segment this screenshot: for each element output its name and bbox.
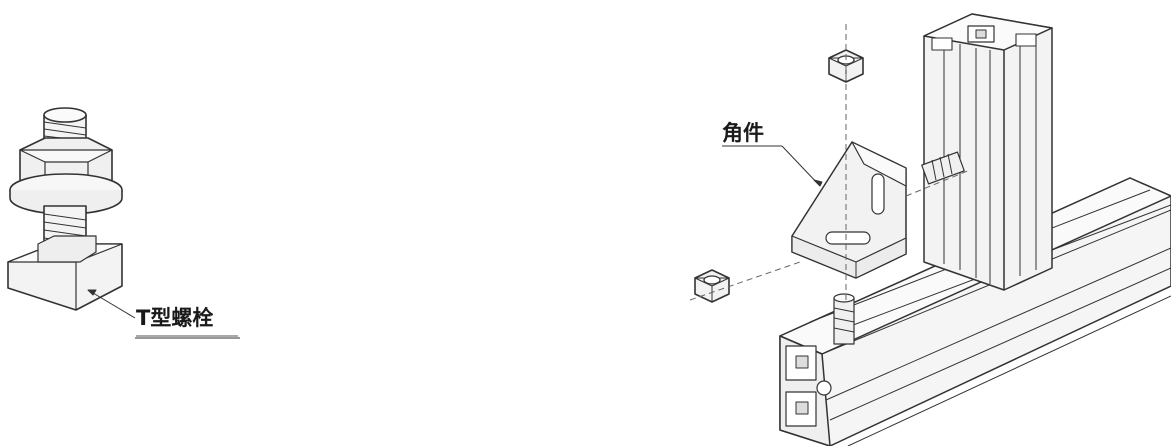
t-bolt-illustration	[7, 107, 240, 339]
vertical-aluminum-profile	[923, 13, 1053, 291]
bolt-thread-top	[43, 107, 87, 142]
corner-bracket-label: 角件	[722, 121, 764, 145]
profile-assembly-illustration	[689, 13, 1171, 446]
flange-nut-left	[694, 269, 730, 303]
corner-bracket-part	[791, 141, 907, 279]
t-bolt-label: T型螺栓	[136, 306, 214, 330]
slot-bolt-upper	[921, 151, 965, 185]
slot-bolt-lower	[833, 293, 855, 345]
bracket-leader-line	[722, 145, 823, 187]
t-bolt-leader-line	[87, 289, 240, 339]
assembly-axis-lines	[689, 24, 971, 301]
bolt-t-head	[7, 235, 123, 311]
